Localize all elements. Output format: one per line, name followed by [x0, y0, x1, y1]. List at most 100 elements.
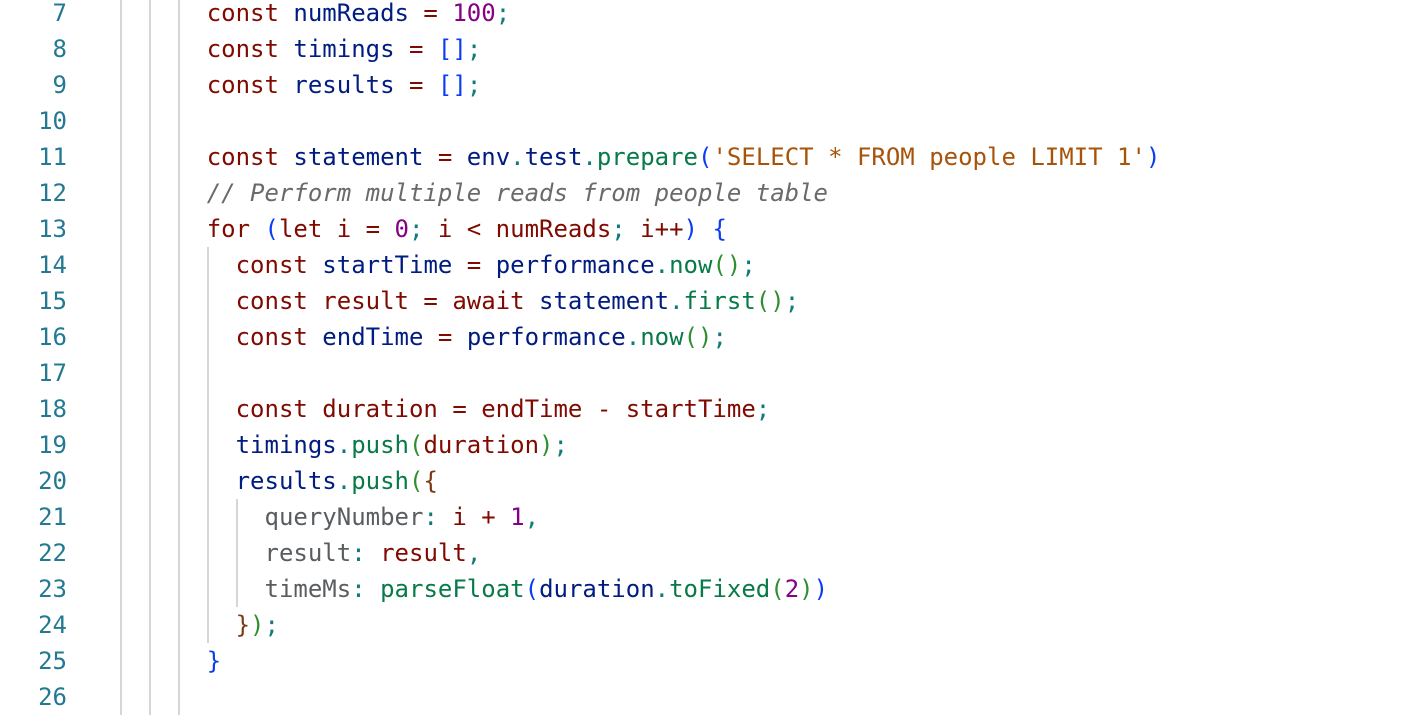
- code-token: .: [669, 287, 684, 315]
- indent-guide: [206, 427, 209, 463]
- code-token: result: [264, 539, 352, 567]
- code-token: []: [437, 35, 467, 63]
- code-token: result: [365, 539, 467, 567]
- code-token: statement: [293, 143, 424, 171]
- code-token: }: [235, 611, 251, 639]
- code-token: ;: [495, 0, 511, 27]
- indent-guide: [177, 67, 180, 103]
- code-token: ;: [741, 251, 756, 279]
- line-number: 25: [38, 647, 67, 675]
- indent-guide: [148, 283, 151, 319]
- indent-guide: [177, 427, 180, 463]
- line-number: 13: [38, 215, 67, 243]
- indent-guide: [177, 463, 180, 499]
- indent-guide: [120, 607, 122, 643]
- code-token: timings: [293, 35, 395, 63]
- code-token: :: [423, 503, 438, 531]
- code-line[interactable]: 10: [0, 103, 1406, 139]
- line-number: 8: [52, 35, 67, 63]
- code-token: ;: [712, 323, 727, 351]
- line-number: 23: [38, 575, 67, 603]
- code-line[interactable]: 24});: [0, 607, 1406, 643]
- code-text: results.push({: [236, 463, 438, 499]
- code-token: =: [423, 323, 467, 351]
- code-line[interactable]: 25}: [0, 643, 1406, 679]
- line-number: 24: [38, 611, 67, 639]
- code-token: const: [206, 35, 279, 63]
- indent-guide: [148, 679, 151, 715]
- indent-guide: [120, 427, 122, 463]
- code-line[interactable]: 26: [0, 679, 1406, 715]
- indent-guide: [206, 607, 209, 643]
- code-token: 1: [510, 503, 525, 531]
- indent-guide: [148, 139, 151, 175]
- code-token: const duration = endTime - startTime: [235, 395, 756, 423]
- line-number: 26: [38, 683, 67, 711]
- indent-guide: [120, 571, 122, 607]
- indent-guide: [120, 175, 122, 211]
- code-text: for (let i = 0; i < numReads; i++) {: [207, 211, 727, 247]
- code-text: }: [207, 643, 221, 679]
- indent-guide: [148, 103, 151, 139]
- code-token: [308, 323, 322, 351]
- code-text: const timings = [];: [207, 31, 482, 67]
- code-token: ;: [553, 431, 568, 459]
- code-line[interactable]: 8 const timings = [];: [0, 31, 1406, 67]
- code-line[interactable]: 9 const results = [];: [0, 67, 1406, 103]
- indent-guide: [235, 535, 238, 571]
- indent-guide: [120, 31, 122, 67]
- code-line[interactable]: 13 for (let i = 0; i < numReads; i++) {: [0, 211, 1406, 247]
- code-text: });: [236, 607, 279, 643]
- code-token: i +: [437, 503, 511, 531]
- code-token: =: [394, 71, 438, 99]
- code-token: .: [336, 467, 352, 495]
- indent-guide: [120, 463, 122, 499]
- code-token: =: [452, 251, 496, 279]
- code-token: .: [625, 323, 641, 351]
- indent-guide: [177, 103, 180, 139]
- indent-guide: [206, 571, 209, 607]
- code-token: // Perform multiple reads from people ta…: [206, 179, 829, 207]
- line-number: 9: [52, 71, 67, 99]
- indent-guide: [148, 535, 151, 571]
- indent-guide: [177, 607, 180, 643]
- code-line[interactable]: 12// Perform multiple reads from people …: [0, 175, 1406, 211]
- indent-guide: [120, 139, 122, 175]
- line-number: 17: [38, 359, 67, 387]
- code-token: .: [654, 575, 670, 603]
- code-line[interactable]: 17: [0, 355, 1406, 391]
- code-token: endTime: [322, 323, 424, 351]
- line-number: 7: [52, 0, 67, 27]
- indent-guide: [206, 319, 209, 355]
- indent-guide: [148, 211, 151, 247]
- code-token: const: [206, 71, 279, 99]
- indent-guide: [177, 211, 180, 247]
- line-number: 15: [38, 287, 67, 315]
- indent-guide: [148, 427, 151, 463]
- code-token: ;: [755, 395, 771, 423]
- code-line[interactable]: 15 const result = await statement.first()…: [0, 283, 1406, 319]
- code-text: const results = [];: [207, 67, 482, 103]
- indent-guide: [148, 247, 151, 283]
- indent-guide: [206, 247, 209, 283]
- indent-guide: [206, 283, 209, 319]
- line-number: 14: [38, 251, 67, 279]
- code-token: ;: [466, 71, 482, 99]
- code-token: [698, 215, 712, 243]
- line-number: 21: [38, 503, 67, 531]
- code-text: const result = await statement.first();: [236, 283, 800, 319]
- code-token: duration: [539, 575, 655, 603]
- code-token: i++: [625, 215, 684, 243]
- code-token: ;: [264, 611, 279, 639]
